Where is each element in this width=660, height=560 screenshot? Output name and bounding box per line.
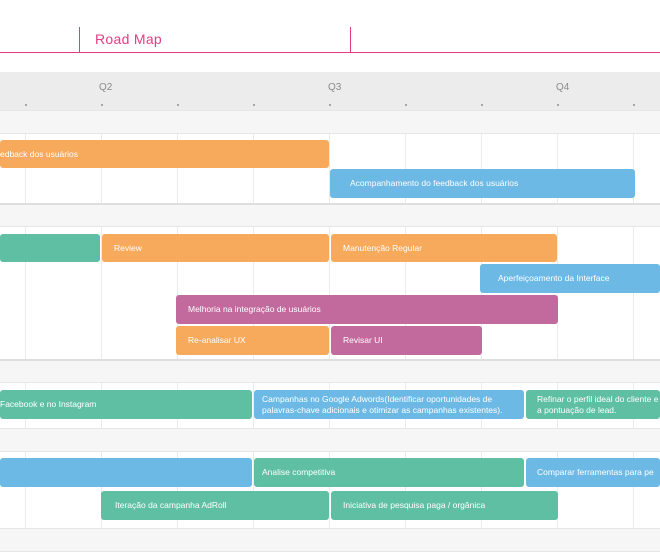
timeline-tick [101,104,103,106]
grid-line [25,110,26,540]
roadmap-task-bar[interactable]: Iteração da campanha AdRoll [101,491,329,520]
roadmap-task-bar[interactable]: Refinar o perfil ideal do cliente e a po… [526,390,660,419]
grid-line [633,110,634,540]
roadmap-task-bar[interactable]: Comparar ferramentas para pe [526,458,660,487]
grid-line [101,110,102,540]
grid-line [329,110,330,540]
swimlane-header [0,528,660,552]
timeline-tick [405,104,407,106]
swimlane-header [0,359,660,383]
quarter-label: Q4 [556,82,570,93]
grid-line [253,110,254,540]
roadmap-task-bar[interactable]: Analise competitiva [254,458,524,487]
roadmap-task-bar[interactable]: Melhoria na integração de usuários [176,295,558,324]
page-title: Road Map [95,31,162,47]
timeline-tick [633,104,635,106]
roadmap-task-bar[interactable]: Re-analisar UX [176,326,329,355]
quarter-label: Q2 [99,82,113,93]
roadmap-task-bar[interactable]: Acompanhamento do feedback dos usuários [330,169,635,198]
roadmap-task-bar[interactable] [0,234,100,262]
roadmap-task-bar[interactable]: Review [102,234,329,262]
roadmap-header: Road Map [0,0,660,56]
header-divider [79,27,80,53]
grid-line [405,110,406,540]
swimlane-header [0,428,660,452]
roadmap-task-bar[interactable] [0,458,252,487]
timeline-tick [177,104,179,106]
timeline-tick [557,104,559,106]
timeline-tick [481,104,483,106]
roadmap-task-bar[interactable]: edback dos usuários [0,140,329,168]
swimlane-header [0,203,660,227]
roadmap-task-bar[interactable]: Iniciativa de pesquisa paga / orgânica [331,491,558,520]
grid-line [177,110,178,540]
timeline-tick [253,104,255,106]
roadmap-task-bar[interactable]: Facebook e no Instagram [0,390,252,419]
timeline-tick [25,104,27,106]
grid-line [481,110,482,540]
roadmap-task-bar[interactable]: Manutenção Regular [331,234,557,262]
quarter-label: Q3 [328,82,342,93]
swimlane-header [0,110,660,134]
roadmap-task-bar[interactable]: Campanhas no Google Adwords(Identificar … [254,390,524,419]
header-divider [350,27,351,53]
timeline-header: Q2 Q3 Q4 [0,72,660,110]
roadmap-task-bar[interactable]: Revisar UI [331,326,482,355]
roadmap-task-bar[interactable]: Aperfeiçoamento da Interface [480,264,660,293]
timeline-tick [329,104,331,106]
header-underline [0,52,660,53]
grid-line [557,110,558,540]
